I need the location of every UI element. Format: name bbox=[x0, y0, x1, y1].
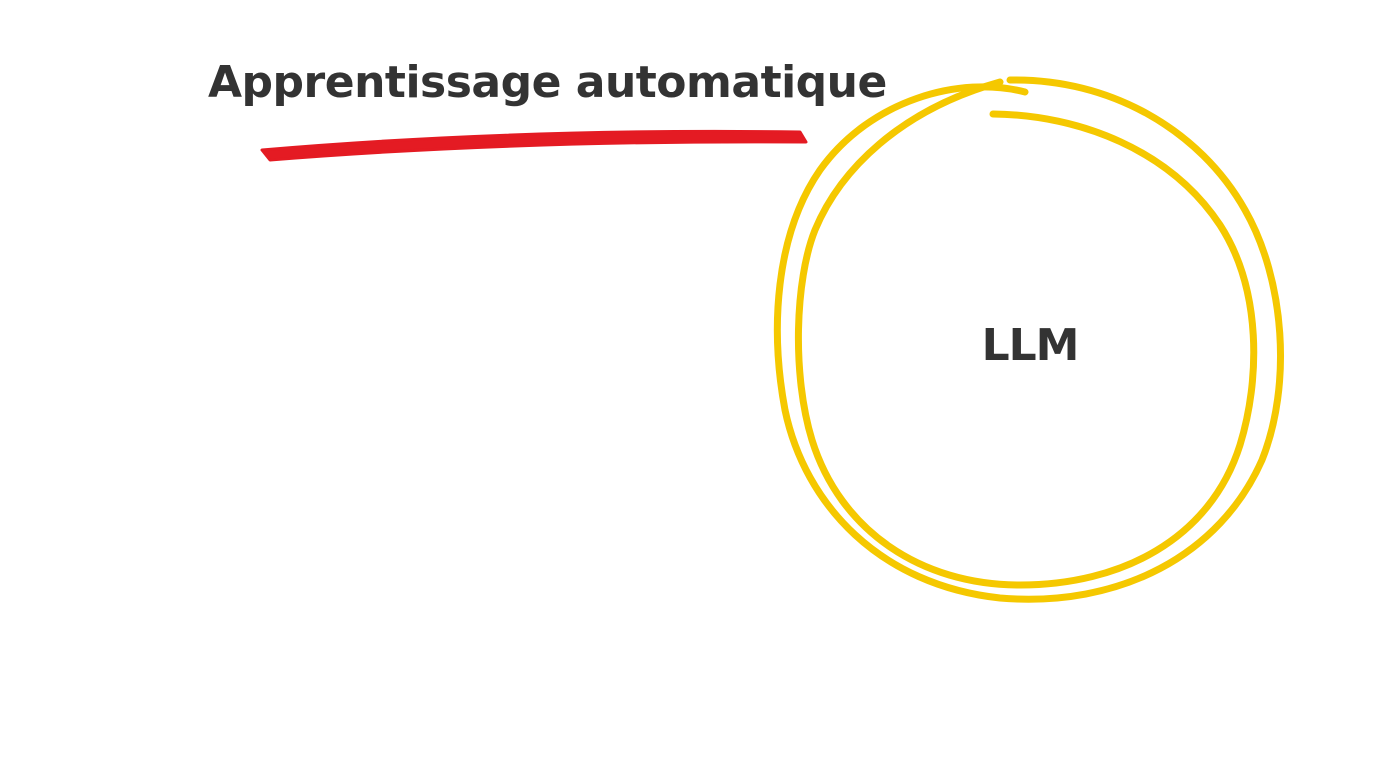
diagram-title: Apprentissage automatique bbox=[208, 57, 887, 108]
llm-label: LLM bbox=[981, 320, 1080, 371]
